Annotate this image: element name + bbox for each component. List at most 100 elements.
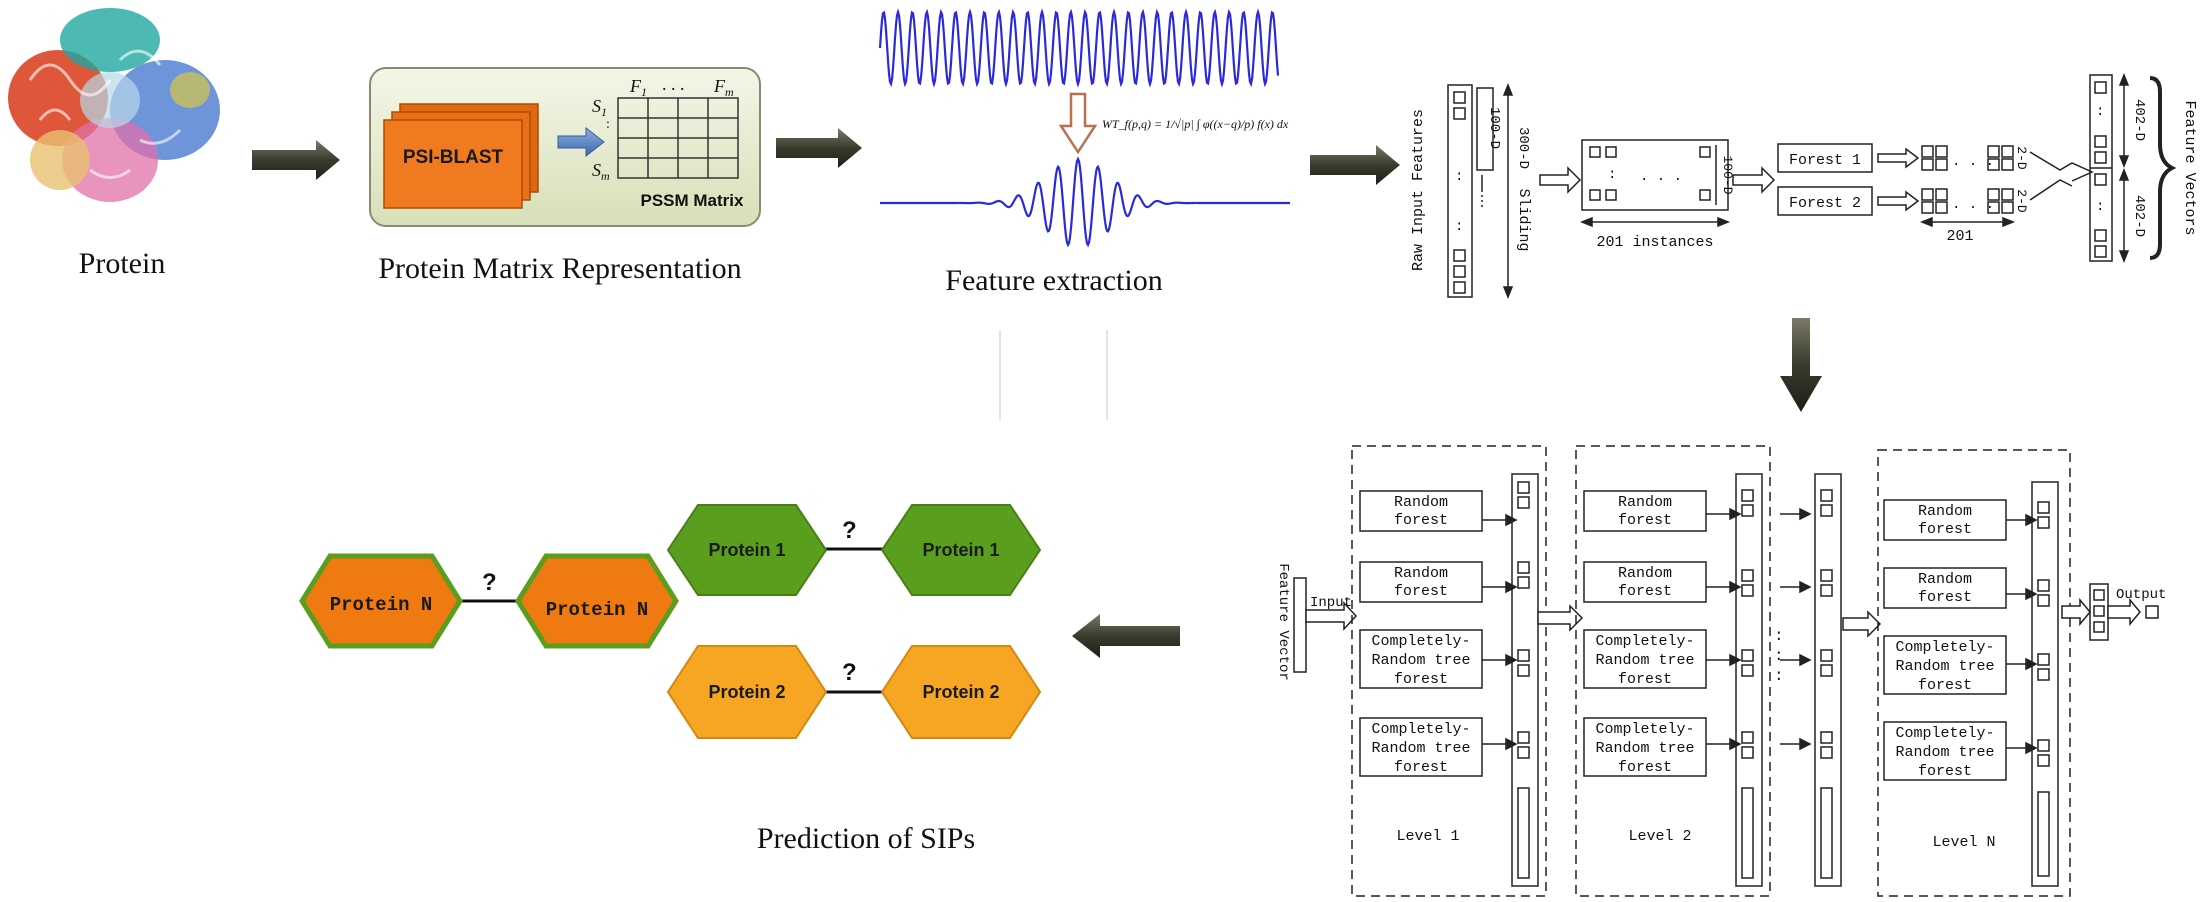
psi-blast-stack	[383, 103, 539, 209]
hexagon-protein-n-right	[515, 553, 679, 649]
svg-text::: :	[1774, 647, 1784, 665]
ellipsis-dots: :	[1774, 627, 1784, 645]
ln-cr2-line2: Random tree	[1895, 744, 1994, 761]
level-n-frame	[1877, 449, 2071, 897]
curly-brace	[2149, 76, 2177, 260]
protein-n-right-label: Protein N	[546, 599, 649, 621]
level-1-forests: Random forest Random forest Completely- …	[1359, 490, 1483, 777]
pssm-s1: S1	[592, 96, 607, 119]
ln-cr2-line1: Completely-	[1895, 725, 1994, 742]
level-1-concat	[1511, 473, 1539, 887]
level-n-forests: Random forest Random forest Completely- …	[1883, 499, 2007, 781]
dim-300-label: 300-D	[1515, 127, 1531, 169]
cascade-forest: Feature Vector Input Random forest Rando…	[1275, 445, 2166, 897]
instances-label: 201 instances	[1596, 234, 1713, 251]
instances-dim-label: 100-D	[1720, 155, 1735, 194]
hexagon-protein-1-left	[666, 504, 828, 596]
intermediate-arrows	[1780, 507, 1812, 751]
ln-rf2-line1: Random	[1918, 571, 1972, 588]
svg-text:. . .: . . .	[1952, 154, 1994, 170]
down-arrow-icon	[1058, 92, 1098, 155]
level-2-concat	[1735, 473, 1763, 887]
feature-vectors-label: Feature Vectors	[2181, 100, 2198, 235]
hollow-arrow-1	[1539, 166, 1582, 194]
svg-text::: :	[1608, 167, 1616, 183]
protein-2-left-label: Protein 2	[708, 682, 785, 702]
level-n-concat	[2031, 481, 2059, 887]
forest-1-output	[1921, 145, 2014, 171]
l1-rf2-line1: Random	[1394, 565, 1448, 582]
ln-rf1-line2: forest	[1918, 521, 1972, 538]
sliding-window	[1476, 87, 1494, 171]
input-vector	[1293, 577, 1307, 673]
count-201-label: 201	[1946, 228, 1973, 245]
l2-rf1-line1: Random	[1618, 494, 1672, 511]
level-2-label: Level 2	[1628, 828, 1691, 845]
instances-box	[1581, 139, 1729, 211]
l2-rf2-line1: Random	[1618, 565, 1672, 582]
pssm-matrix-title: PSSM Matrix	[641, 191, 745, 210]
svg-text::: :	[1455, 169, 1463, 185]
output-arrow-2	[2107, 597, 2141, 627]
ln-cr1-line3: forest	[1918, 677, 1972, 694]
protein-n-left-label: Protein N	[330, 594, 433, 616]
l2-cr2-line3: forest	[1618, 759, 1672, 776]
pssm-panel: PSI-BLAST F1 . . . Fm S1 : Sm PSSM Matri…	[369, 67, 761, 227]
level-n-label: Level N	[1932, 834, 1995, 851]
output-arrow-1	[2061, 597, 2091, 627]
wavelet-panel: WT_f(p,q) = 1/√|p| ∫ φ((x−q)/p) f(x) dx	[878, 8, 1290, 248]
merge-arrow-bottom	[2029, 179, 2073, 201]
intermediate-concat	[1814, 473, 1842, 887]
wavelet-formula: WT_f(p,q) = 1/√|p| ∫ φ((x−q)/p) f(x) dx	[1102, 117, 1289, 131]
ln-rf2-line2: forest	[1918, 589, 1972, 606]
flow-arrow-1	[252, 140, 340, 180]
pssm-row-dots: :	[606, 117, 610, 132]
sliding-label: Sliding	[1515, 188, 1532, 251]
forest-2-label: Forest 2	[1789, 195, 1861, 212]
protein-structure-image	[8, 8, 220, 202]
two-d-label-2: 2-D	[2014, 189, 2029, 213]
ln-rf1-line1: Random	[1918, 503, 1972, 520]
l1-cr2-line3: forest	[1394, 759, 1448, 776]
svg-text::: :	[1455, 219, 1463, 235]
l2-cr1-line2: Random tree	[1595, 652, 1694, 669]
input-label: Input	[1310, 595, 1352, 611]
level-1-label: Level 1	[1396, 828, 1459, 845]
psi-blast-label: PSI-BLAST	[403, 147, 504, 168]
level-1-arrows	[1482, 513, 1518, 751]
l1-rf1-line1: Random	[1394, 494, 1448, 511]
faint-marks	[999, 330, 1108, 420]
level-1-frame	[1351, 445, 1547, 897]
pssm-fm: Fm	[713, 76, 734, 99]
level-2-forests: Random forest Random forest Completely- …	[1583, 490, 1707, 777]
forest-1-label: Forest 1	[1789, 152, 1861, 169]
pssm-f1: F1	[629, 76, 647, 99]
matrix-representation-label: Protein Matrix Representation	[378, 252, 741, 285]
pssm-sm: Sm	[592, 160, 610, 183]
pssm-col-dots: . . .	[662, 74, 685, 94]
protein-1-left-label: Protein 1	[708, 540, 785, 560]
flow-arrow-down	[1780, 318, 1822, 412]
cascade-arrow-2	[1842, 610, 1882, 638]
l1-cr1-line1: Completely-	[1371, 633, 1470, 650]
level-2-arrows	[1706, 507, 1742, 751]
question-mark-n: ?	[482, 569, 497, 596]
question-mark-1: ?	[842, 517, 857, 544]
hexagon-protein-2-left	[666, 645, 828, 739]
protein-1-right-label: Protein 1	[922, 540, 999, 560]
l2-rf2-line2: forest	[1618, 583, 1672, 600]
hexagon-protein-n-left	[299, 553, 463, 649]
ln-cr1-line2: Random tree	[1895, 658, 1994, 675]
l1-rf2-line2: forest	[1394, 583, 1448, 600]
svg-text:. . .: . . .	[1640, 169, 1682, 185]
forest-2-box	[1777, 186, 1873, 216]
protein-2-right-label: Protein 2	[922, 682, 999, 702]
forest-1-box	[1777, 143, 1873, 173]
dim-402-label-1: 402-D	[2131, 99, 2147, 141]
l1-rf1-line2: forest	[1394, 512, 1448, 529]
output-label: Output	[2116, 587, 2166, 603]
question-mark-2: ?	[842, 659, 857, 686]
raw-input-cells	[1453, 91, 1466, 294]
l1-cr1-line3: forest	[1394, 671, 1448, 688]
input-arrow	[1305, 601, 1358, 631]
